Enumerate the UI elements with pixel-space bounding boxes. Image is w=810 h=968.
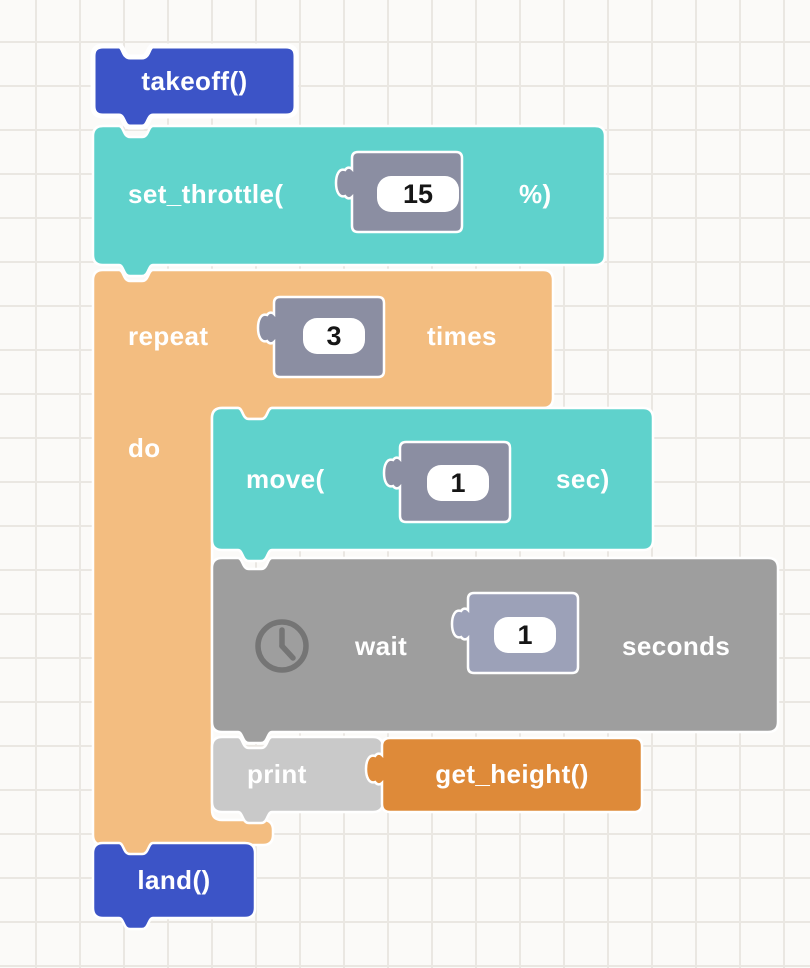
land-label: land() [137, 865, 211, 895]
print-label: print [247, 759, 307, 789]
block-land[interactable]: land() [87, 837, 261, 947]
wait-label: wait [355, 631, 408, 661]
takeoff-shape [90, 43, 299, 130]
repeat-label: repeat [128, 321, 209, 351]
repeat-times-field[interactable]: 3 [303, 318, 365, 354]
set-throttle-label: set_throttle( [128, 179, 284, 209]
repeat-times-label: times [427, 321, 497, 351]
block-set-throttle[interactable]: set_throttle( 15 %) [87, 120, 611, 295]
block-print[interactable]: print [206, 731, 395, 836]
move-label: move( [246, 464, 325, 494]
takeoff-label: takeoff() [141, 66, 248, 96]
throttle-value-field[interactable]: 15 [377, 176, 459, 212]
land-shape [91, 841, 257, 931]
block-move[interactable]: move( 1 sec) [206, 402, 665, 574]
block-takeoff[interactable]: takeoff() [87, 40, 302, 146]
repeat-do-label: do [128, 433, 161, 463]
move-unit-label: sec) [556, 464, 610, 494]
wait-unit-label: seconds [622, 631, 731, 661]
get-height-label: get_height() [435, 759, 589, 789]
block-wait[interactable]: wait 1 seconds [206, 552, 790, 757]
get-height-shape [364, 736, 644, 814]
wait-duration-field[interactable]: 1 [494, 617, 556, 653]
block-get-height[interactable]: get_height() [360, 735, 650, 819]
set-throttle-shape [91, 124, 607, 278]
move-duration-field[interactable]: 1 [427, 465, 489, 501]
block-repeat[interactable]: repeat 3 times do [87, 264, 567, 874]
set-throttle-unit-label: %) [519, 179, 552, 209]
clock-icon [255, 619, 309, 673]
